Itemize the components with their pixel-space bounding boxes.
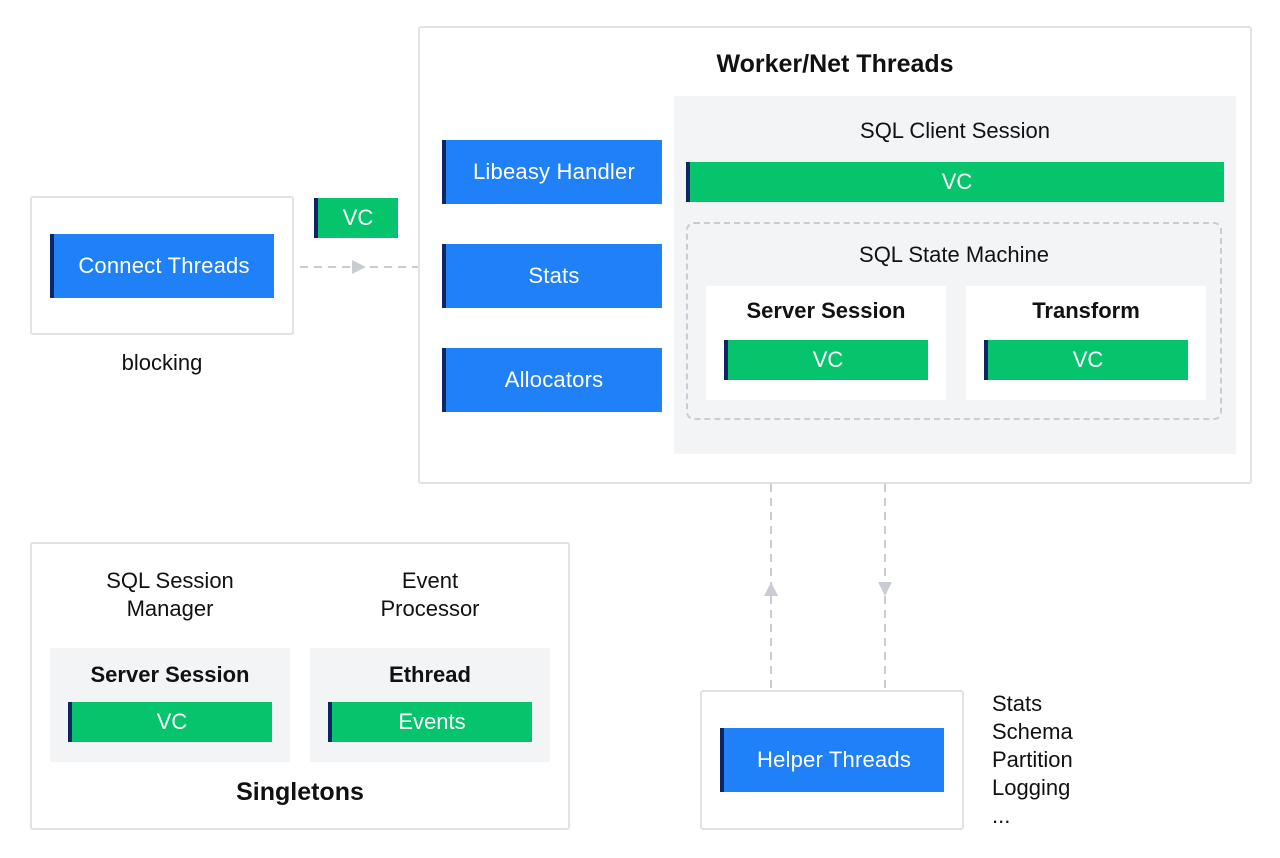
helper-task-list: Stats Schema Partition Logging ... xyxy=(992,690,1152,830)
allocators-box: Allocators xyxy=(442,348,662,412)
transform-title: Transform xyxy=(1032,298,1140,323)
sql-client-session-title: SQL Client Session xyxy=(860,118,1050,143)
helper-task-item: Logging xyxy=(992,775,1071,800)
session-manager-label-line2: Manager xyxy=(126,596,214,621)
helper-task-item: Stats xyxy=(992,691,1043,716)
sql-client-session-vc: VC xyxy=(686,162,1224,202)
ethread-title: Ethread xyxy=(389,662,471,687)
ethread-events-bar: Events xyxy=(328,702,532,742)
singletons-title: Singletons xyxy=(236,778,364,806)
helper-threads-box: Helper Threads xyxy=(720,728,944,792)
stats-box: Stats xyxy=(442,244,662,308)
connect-vc-tag: VC xyxy=(314,198,398,238)
connect-to-worker-arrowhead xyxy=(352,260,366,274)
sql-state-machine-area xyxy=(686,222,1222,420)
transform-vc: VC xyxy=(984,340,1188,380)
libeasy-handler-box: Libeasy Handler xyxy=(442,140,662,204)
server-session-title: Server Session xyxy=(746,298,906,323)
helper-task-item: Partition xyxy=(992,747,1073,772)
helper-task-item: ... xyxy=(992,803,1011,828)
server-session-vc: VC xyxy=(724,340,928,380)
helper-to-worker-arrowhead xyxy=(764,582,778,596)
sql-state-machine-title: SQL State Machine xyxy=(859,242,1049,267)
event-processor-label-line1: Event xyxy=(401,568,459,593)
singleton-server-session-title: Server Session xyxy=(90,662,250,687)
singleton-server-session-vc: VC xyxy=(68,702,272,742)
worker-to-helper-arrowhead xyxy=(878,582,892,596)
event-processor-label-line2: Processor xyxy=(380,596,480,621)
helper-task-item: Schema xyxy=(992,719,1073,744)
session-manager-label-line1: SQL Session xyxy=(106,568,234,593)
worker-threads-title: Worker/Net Threads xyxy=(716,50,954,78)
connect-threads-caption: blocking xyxy=(121,350,203,375)
connect-threads-box: Connect Threads xyxy=(50,234,274,298)
